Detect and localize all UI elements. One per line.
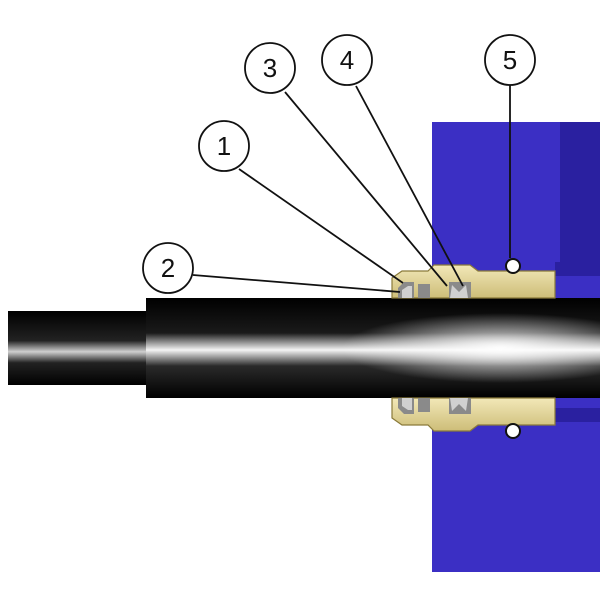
callout-circle-5: [484, 34, 536, 86]
main-pipe-shine: [146, 298, 600, 398]
callout-label-2: 2: [161, 253, 175, 283]
main-pipe: [146, 298, 600, 398]
seal-3-upper-face: [450, 285, 468, 298]
o-ring-lower: [505, 423, 521, 439]
callout-circle-3: [244, 42, 296, 94]
housing-step: [555, 262, 600, 276]
callout-2: 2: [142, 242, 194, 294]
callout-3: 3: [244, 42, 296, 94]
small-pipe: [8, 311, 150, 385]
seal-1-upper: [418, 284, 430, 298]
seal-1-lower: [418, 398, 430, 412]
callout-4: 4: [321, 34, 373, 86]
seal-3-lower-face: [450, 398, 468, 411]
callout-label-4: 4: [340, 45, 354, 75]
lower-gland: [391, 397, 556, 432]
callout-label-3: 3: [263, 53, 277, 83]
o-ring-upper: [505, 258, 521, 274]
housing-upper-recess: [560, 122, 600, 272]
leader-line-3: [284, 91, 448, 287]
seal-2-upper-face: [402, 286, 412, 298]
callout-label-1: 1: [217, 131, 231, 161]
lower-gland-body: [391, 397, 556, 432]
housing-step-lower: [555, 408, 600, 422]
callout-circle-2: [142, 242, 194, 294]
leader-line-4: [355, 85, 464, 287]
seal-2-lower-face: [402, 398, 412, 410]
callout-label-5: 5: [503, 45, 517, 75]
leader-line-2: [192, 274, 401, 293]
leader-line-1: [238, 168, 404, 284]
callout-1: 1: [198, 120, 250, 172]
leader-lines: [192, 85, 511, 293]
callout-5: 5: [484, 34, 536, 86]
callout-circle-4: [321, 34, 373, 86]
callout-circle-1: [198, 120, 250, 172]
